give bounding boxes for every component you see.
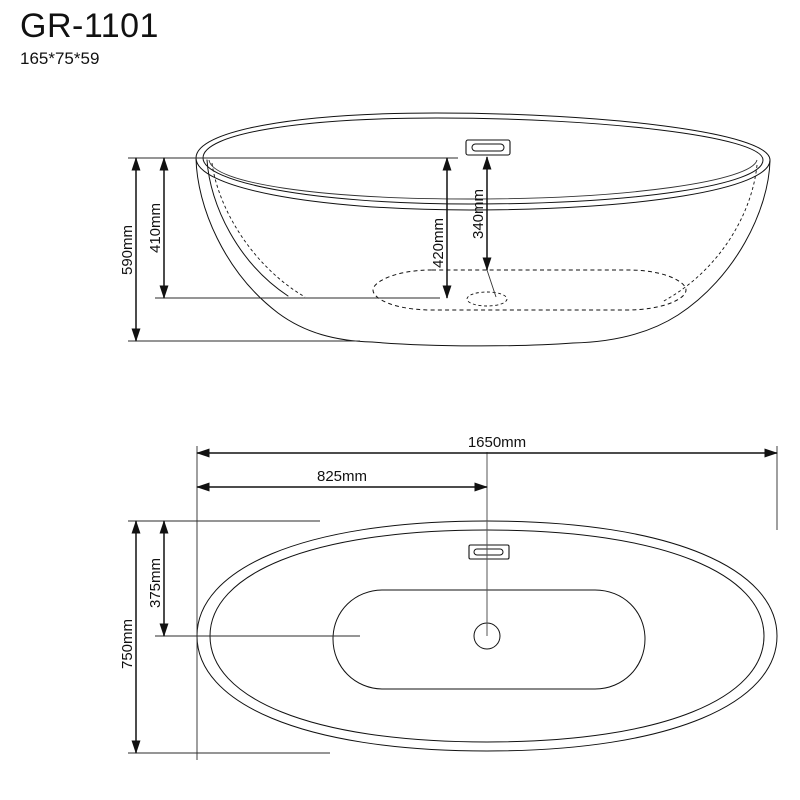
dim-label-340mm: 340mm [470,189,487,239]
tub-body-left-profile [195,157,373,343]
tub-rim-inner-ellipse [202,117,764,205]
tub-rim-lip-line [208,159,758,200]
dim-label-420mm: 420mm [430,218,447,268]
page-title: GR-1101 [20,7,159,45]
dimension-590mm: 590mm [119,157,141,342]
dimension-750mm: 750mm [119,520,141,754]
plan-view-group: 1650mm 825mm 750mm 375mm [119,434,778,760]
product-size-label: 165*75*59 [20,49,100,68]
dimension-825mm: 825mm [196,468,488,492]
dim-label-410mm: 410mm [147,203,164,253]
dim-label-1650mm: 1650mm [468,434,526,451]
dim-label-825mm: 825mm [317,468,367,485]
tub-inner-wall-left-hidden [211,162,306,298]
dim-label-750mm: 750mm [119,619,136,669]
dimension-375mm: 375mm [147,520,169,637]
dimension-410mm: 410mm [147,157,169,299]
drain-leader-line [486,269,497,298]
tub-inner-wall-right-hidden [661,164,758,303]
overflow-plate-elevation [465,139,511,156]
dimension-340mm: 340mm [470,156,492,271]
drain-outlet-elevation [466,291,508,307]
dim-label-590mm: 590mm [119,225,136,275]
tub-body-bottom-profile [371,341,574,347]
basin-floor-outline [372,269,687,311]
dimension-420mm: 420mm [430,157,452,299]
basin-floor-plan-outline [332,589,646,690]
tub-body-right-profile [572,159,771,344]
elevation-view-group: 590mm 410mm 420mm 340mm [119,112,771,347]
overflow-plate-plan [468,544,510,560]
tub-plan-outer-oval [196,520,778,752]
tub-inner-wall-left [206,159,289,297]
tub-plan-inner-oval [209,529,765,743]
dim-label-375mm: 375mm [147,558,164,608]
title-block: GR-1101 165*75*59 [20,6,420,70]
dimension-1650mm: 1650mm [196,434,778,458]
